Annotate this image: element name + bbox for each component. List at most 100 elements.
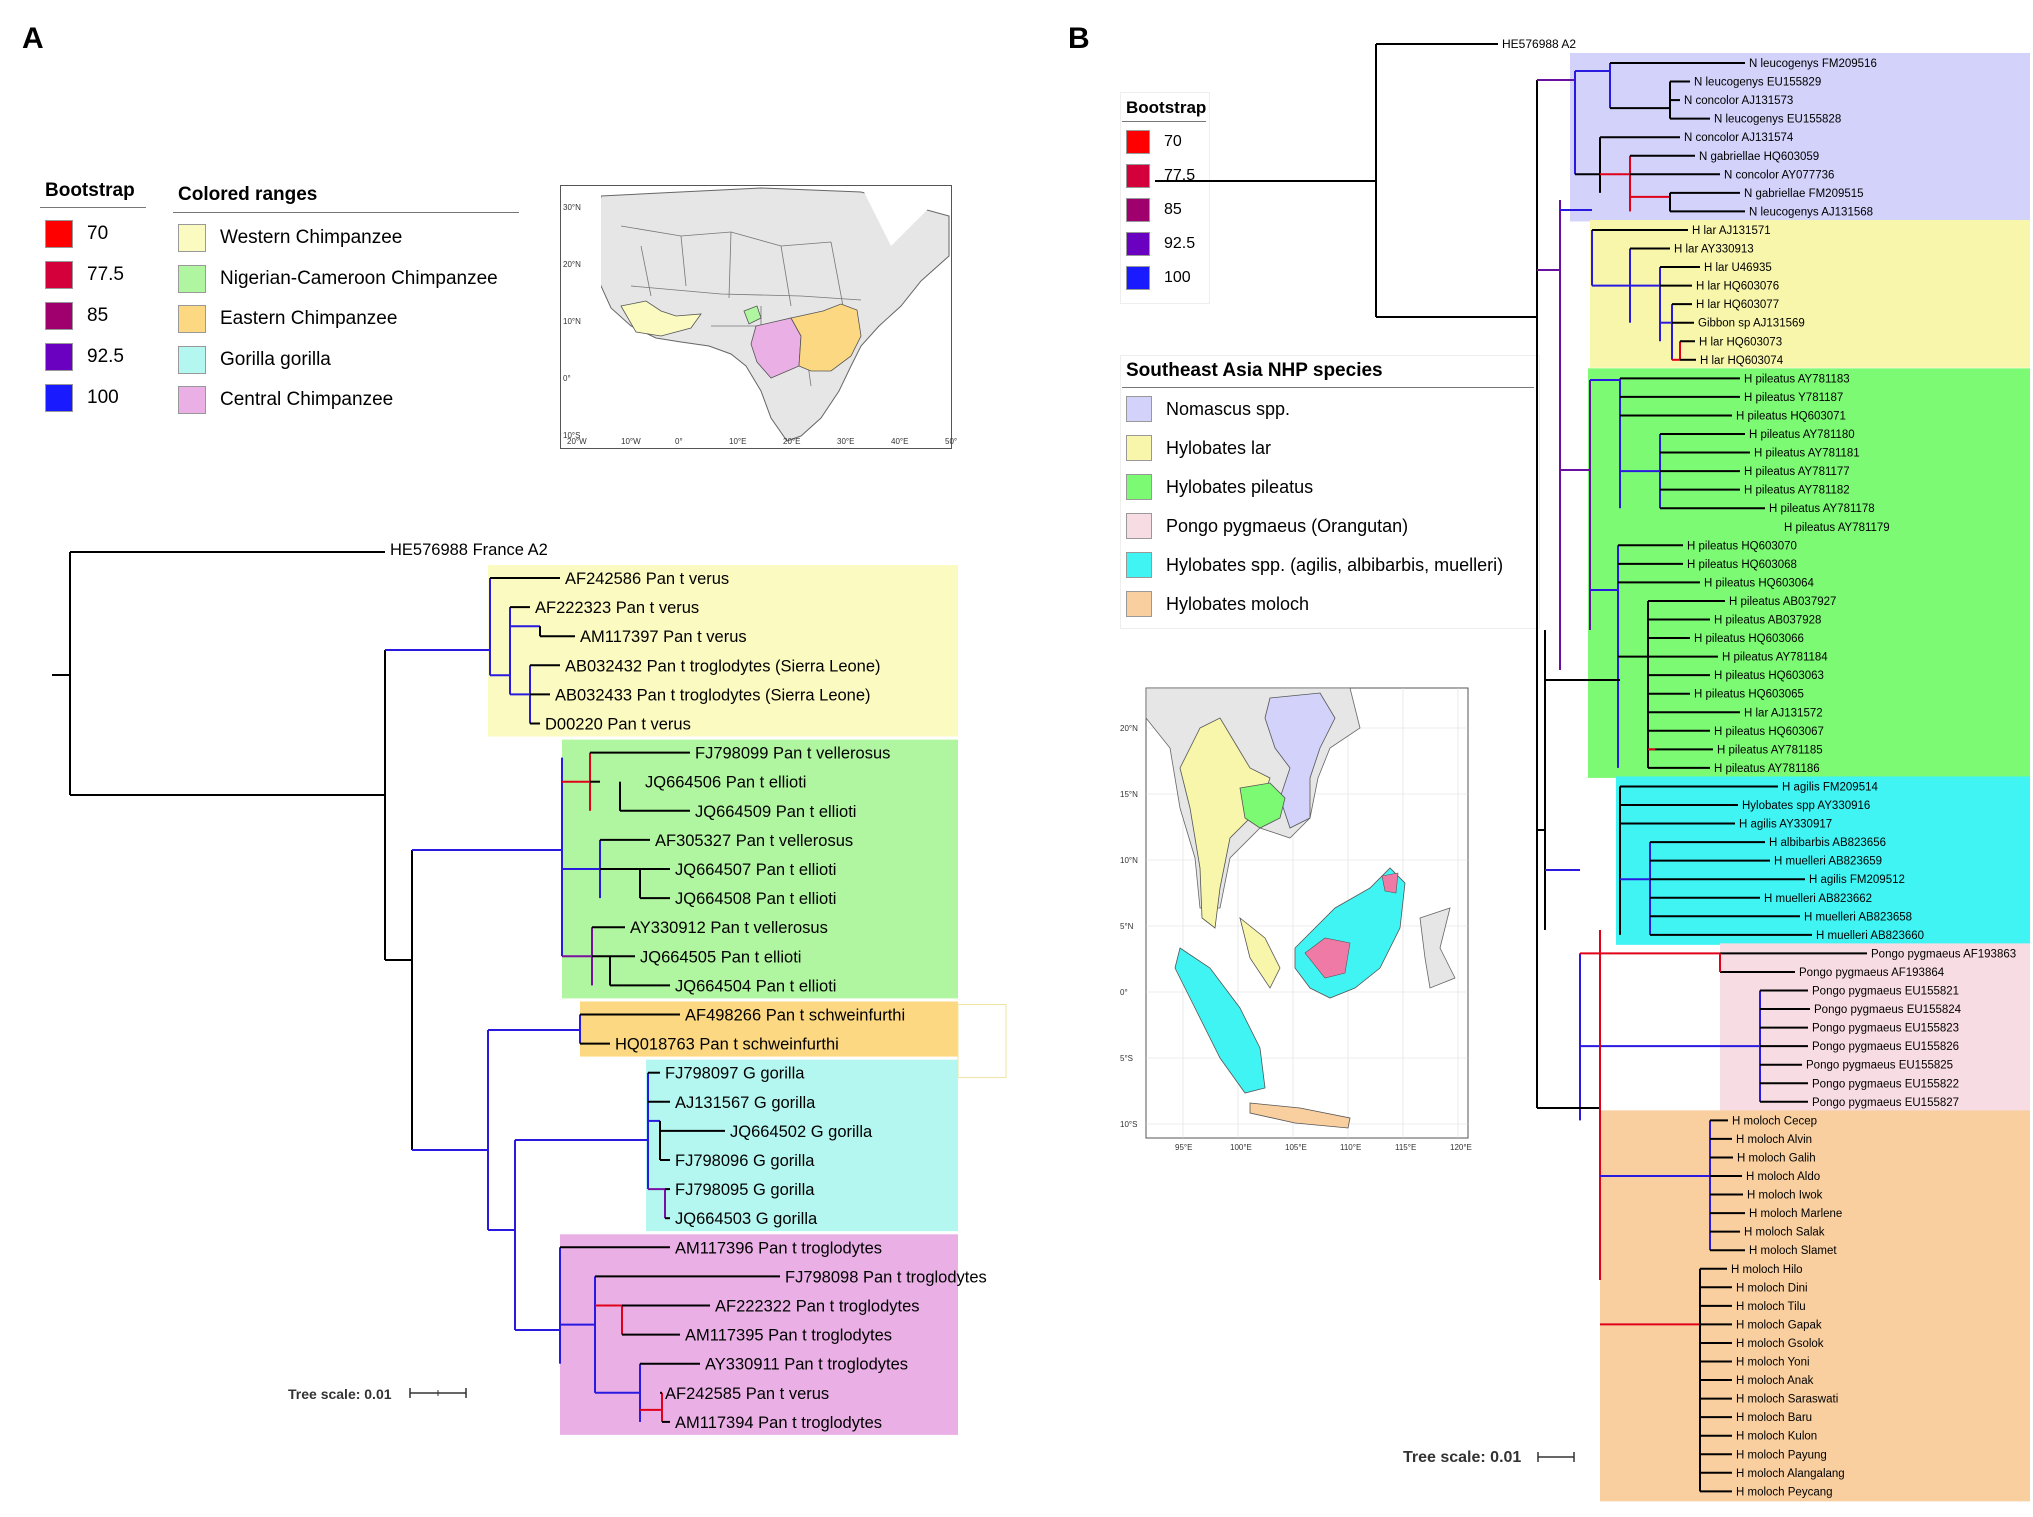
- bootstrap-legend-title-b: Bootstrap: [1126, 98, 1207, 117]
- leaf-label: H lar HQ603074: [1700, 355, 1784, 367]
- lat-tick-label: 5°N: [1120, 922, 1134, 931]
- leaf-label: AM117396 Pan t troglodytes: [675, 1239, 882, 1257]
- leaf-label: H moloch Galih: [1737, 1152, 1816, 1164]
- lon-tick-label: 40°E: [891, 437, 908, 446]
- leaf-label: H lar HQ603077: [1696, 299, 1779, 311]
- ranges-legend-rule: [173, 212, 519, 213]
- leaf-label: FJ798099 Pan t vellerosus: [695, 745, 890, 763]
- range-item: Eastern Chimpanzee: [178, 305, 397, 333]
- root-label: HE576988 A2: [1502, 37, 1576, 51]
- lat-tick-label: 0°: [563, 374, 571, 383]
- leaf-label: H moloch Peycang: [1736, 1486, 1833, 1498]
- range-label: Gorilla gorilla: [220, 348, 331, 370]
- species-item: Hylobates lar: [1126, 435, 1271, 461]
- leaf-label: Hylobates spp AY330916: [1742, 800, 1870, 812]
- leaf-label: N concolor AJ131573: [1684, 95, 1793, 107]
- clade-gorilla: [646, 1059, 958, 1232]
- bootstrap-a-swatch: [45, 261, 73, 289]
- leaf-label: H pileatus Y781187: [1744, 392, 1843, 404]
- range-swatch: [178, 305, 206, 333]
- leaf-label: Pongo pygmaeus EU155826: [1812, 1041, 1959, 1053]
- leaf-label: AB032433 Pan t troglodytes (Sierra Leone…: [555, 686, 871, 704]
- range-swatch: [178, 264, 206, 293]
- leaf-label: JQ664504 Pan t ellioti: [675, 977, 836, 995]
- bootstrap-a-label: 100: [87, 387, 119, 408]
- bootstrap-a-swatch: [45, 343, 73, 371]
- species-label: Hylobates lar: [1166, 437, 1272, 458]
- leaf-label: N gabriellae FM209515: [1744, 188, 1864, 200]
- range-label: Eastern Chimpanzee: [220, 308, 398, 329]
- leaf-label: H moloch Alvin: [1736, 1134, 1812, 1146]
- leaf-label: FJ798097 G gorilla: [665, 1065, 805, 1083]
- leaf-label: H moloch Tilu: [1736, 1301, 1806, 1313]
- leaf-label: H muelleri AB823659: [1774, 856, 1882, 868]
- leaf-label: H pileatus AY781183: [1744, 373, 1850, 385]
- leaf-label: N leucogenys FM209516: [1749, 58, 1877, 70]
- leaf-label: N concolor AJ131574: [1684, 132, 1794, 144]
- leaf-label: AF242586 Pan t verus: [565, 570, 729, 588]
- leaf-label: H pileatus HQ603065: [1694, 689, 1804, 701]
- lon-tick-label: 10°E: [729, 437, 746, 446]
- leaf-label: N leucogenys AJ131568: [1749, 206, 1873, 218]
- lat-tick-label: 10°N: [563, 317, 581, 326]
- leaf-label: H pileatus HQ603064: [1704, 577, 1815, 589]
- leaf-label: D00220 Pan t verus: [545, 716, 691, 734]
- leaf-label: H pileatus AB037927: [1729, 596, 1836, 608]
- leaf-label: Pongo pygmaeus EU155823: [1812, 1023, 1959, 1035]
- bootstrap-b-swatch: [1126, 198, 1150, 222]
- leaf-label: Pongo pygmaeus EU155827: [1812, 1097, 1959, 1109]
- range-label: Nigerian-Cameroon Chimpanzee: [220, 267, 498, 289]
- leaf-label: FJ798098 Pan t troglodytes: [785, 1268, 987, 1286]
- leaf-label: H agilis FM209514: [1782, 781, 1878, 793]
- leaf-label: AY330912 Pan t vellerosus: [630, 919, 828, 937]
- bootstrap-a-item: 92.5: [45, 343, 124, 371]
- leaf-label: H pileatus AY781180: [1749, 429, 1855, 441]
- species-swatch: [1126, 435, 1152, 461]
- leaf-label: H lar HQ603073: [1699, 336, 1782, 348]
- species-swatch: [1126, 513, 1152, 539]
- clade-hylobates-lar: [1590, 219, 2030, 368]
- clade-hylobates-pileatus: [1588, 368, 2030, 778]
- leaf-label: H muelleri AB823660: [1816, 930, 1924, 942]
- ranges-legend-title: Colored ranges: [178, 184, 318, 205]
- lon-tick-label: 20°W: [567, 437, 587, 446]
- leaf-label: H moloch Payung: [1736, 1449, 1827, 1461]
- leaf-label: FJ798096 G gorilla: [675, 1152, 815, 1170]
- lat-tick-label: 30°N: [563, 203, 581, 212]
- leaf-label: H moloch Dini: [1736, 1282, 1808, 1294]
- bootstrap-a-item: 77.5: [45, 261, 124, 289]
- lon-tick-label: 115°E: [1395, 1143, 1416, 1152]
- lon-tick-label: 100°E: [1230, 1143, 1252, 1152]
- leaf-label: H moloch Aldo: [1746, 1171, 1820, 1183]
- leaf-label: Pongo pygmaeus AF193863: [1871, 948, 2016, 960]
- leaf-label: H albibarbis AB823656: [1769, 837, 1886, 849]
- leaf-label: H moloch Yoni: [1736, 1357, 1810, 1369]
- leaf-label: H moloch Iwok: [1747, 1190, 1823, 1202]
- tree-b: N leucogenys FM209516 N leucogenys EU1558…: [1155, 37, 2030, 1502]
- leaf-label: H lar AY330913: [1674, 244, 1754, 256]
- leaf-label: H moloch Saraswati: [1736, 1394, 1838, 1406]
- leaf-label: H moloch Alangalang: [1736, 1468, 1845, 1480]
- range-label: Western Chimpanzee: [220, 227, 403, 248]
- root-label: HE576988 France A2: [390, 541, 548, 559]
- bootstrap-a-label: 92.5: [87, 346, 124, 367]
- leaf-label: HQ018763 Pan t schweinfurthi: [615, 1036, 839, 1054]
- leaf-label: H pileatus HQ603068: [1687, 559, 1797, 571]
- lon-tick-label: 105°E: [1285, 1143, 1307, 1152]
- leaf-label: N leucogenys EU155829: [1694, 77, 1821, 89]
- lat-tick-label: 20°N: [1120, 724, 1138, 733]
- leaf-label: Pongo pygmaeus EU155821: [1812, 986, 1959, 998]
- panel-b-letter: B: [1068, 22, 1090, 55]
- species-legend-title: Southeast Asia NHP species: [1126, 360, 1383, 381]
- bootstrap-b-item: 92.5: [1126, 232, 1195, 256]
- species-label: Pongo pygmaeus (Orangutan): [1166, 515, 1409, 536]
- bootstrap-a-item: 100: [45, 384, 119, 412]
- leaf-label: H moloch Kulon: [1736, 1431, 1817, 1443]
- leaf-label: H moloch Marlene: [1749, 1208, 1842, 1220]
- range-label: Central Chimpanzee: [220, 389, 394, 410]
- leaf-label: H agilis FM209512: [1809, 874, 1905, 886]
- leaf-label: H pileatus AY781185: [1717, 744, 1823, 756]
- leaf-label: H agilis AY330917: [1739, 819, 1832, 831]
